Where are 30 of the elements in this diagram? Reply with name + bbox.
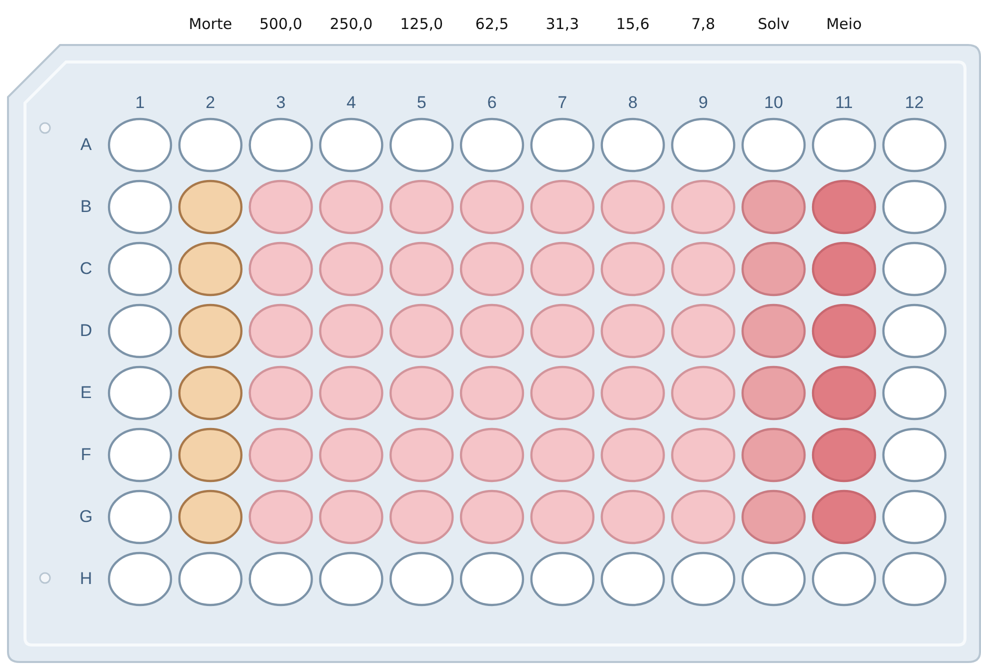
column-number: 12 — [904, 93, 924, 113]
column-number: 3 — [276, 93, 286, 113]
concentration-label: 500,0 — [259, 15, 302, 33]
column-number: 9 — [698, 93, 708, 113]
row-letter: H — [80, 569, 92, 589]
column-number: 8 — [628, 93, 638, 113]
column-number: 11 — [835, 93, 853, 113]
row-letter: F — [80, 445, 92, 465]
row-letter: C — [80, 259, 92, 279]
column-number: 1 — [135, 93, 145, 113]
concentration-label: Solv — [758, 15, 790, 33]
concentration-label: 125,0 — [400, 15, 444, 33]
concentration-label: Meio — [826, 15, 862, 33]
column-number: 7 — [558, 93, 568, 113]
row-letter: A — [80, 135, 92, 155]
concentration-label: 62,5 — [475, 15, 509, 33]
column-number: 2 — [206, 93, 216, 113]
column-number: 4 — [346, 93, 356, 113]
concentration-label: 250,0 — [330, 15, 373, 33]
row-letter: G — [79, 507, 93, 527]
row-letter: D — [80, 321, 92, 341]
concentration-label: 15,6 — [616, 15, 650, 33]
concentration-label: Morte — [188, 15, 232, 33]
column-number: 10 — [764, 93, 784, 113]
column-number: 6 — [487, 93, 497, 113]
column-number: 5 — [416, 93, 426, 113]
row-letter: E — [80, 383, 92, 403]
concentration-label: 31,3 — [546, 15, 580, 33]
row-letter: B — [80, 197, 92, 217]
concentration-label: 7,8 — [691, 15, 716, 33]
